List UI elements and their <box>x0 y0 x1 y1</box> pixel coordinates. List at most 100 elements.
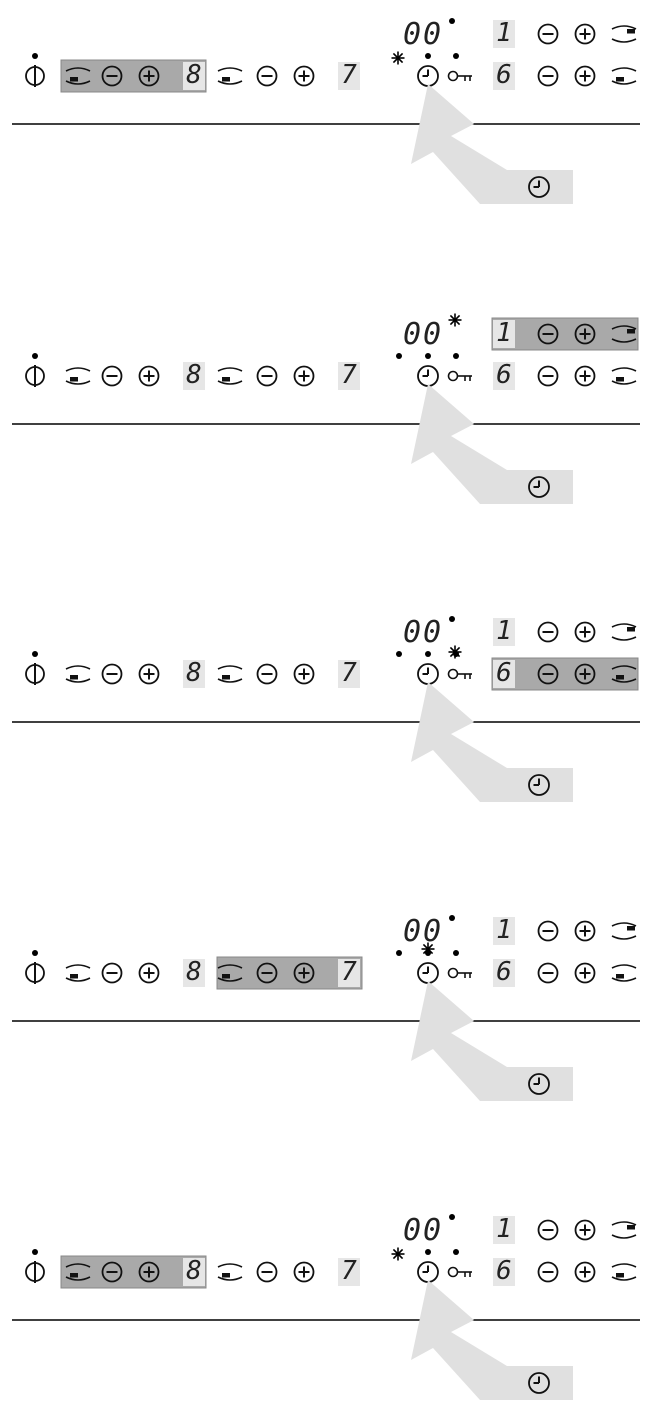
front-right-minus-button[interactable] <box>537 65 559 87</box>
rear-left-minus-button[interactable] <box>256 1261 278 1283</box>
rear-right-plus-button[interactable] <box>574 323 596 345</box>
front-left-level-display: 8 <box>183 360 205 390</box>
front-right-plus-button[interactable] <box>574 663 596 685</box>
timer-indicator-dot <box>425 1249 431 1255</box>
callout-arrow <box>411 682 573 802</box>
zone-rear-right-icon <box>611 922 637 940</box>
timer-button[interactable] <box>417 962 439 984</box>
front-left-plus-button[interactable] <box>138 1261 160 1283</box>
zone-front-left-icon <box>65 1263 91 1281</box>
rear-right-minus-button[interactable] <box>537 23 559 45</box>
front-right-level-display: 6 <box>493 60 515 90</box>
rear-left-level-display-value: 7 <box>341 957 357 987</box>
front-left-level-display: 8 <box>183 60 205 90</box>
rear-right-level-display: 1 <box>493 915 515 945</box>
timer-button[interactable] <box>417 365 439 387</box>
callout-clock-icon[interactable] <box>528 774 550 796</box>
timer-display-value: 00 <box>403 17 443 52</box>
power-button[interactable] <box>25 651 45 685</box>
rear-right-minus-button[interactable] <box>537 621 559 643</box>
key-lock-button[interactable] <box>447 1266 473 1278</box>
front-left-plus-button[interactable] <box>138 962 160 984</box>
front-left-level-display-value: 8 <box>186 60 202 90</box>
callout-clock-icon[interactable] <box>528 1073 550 1095</box>
rear-right-level-display-value: 1 <box>496 915 512 945</box>
zone-rear-right-icon <box>611 325 637 343</box>
timer-indicator-dot <box>425 651 431 657</box>
rear-right-minus-button[interactable] <box>537 323 559 345</box>
highlight-front-right <box>491 657 639 691</box>
rear-right-minus-button[interactable] <box>537 1219 559 1241</box>
zone-rear-right-icon <box>611 25 637 43</box>
rear-left-level-display: 7 <box>338 658 360 688</box>
timer-display-dot <box>449 1214 455 1220</box>
key-lock-button[interactable] <box>447 70 473 82</box>
zone-rear-right-icon <box>611 623 637 641</box>
front-right-level-display-value: 6 <box>496 360 512 390</box>
rear-left-minus-button[interactable] <box>256 962 278 984</box>
front-left-minus-button[interactable] <box>101 1261 123 1283</box>
front-left-minus-button[interactable] <box>101 65 123 87</box>
front-right-minus-button[interactable] <box>537 962 559 984</box>
power-button[interactable] <box>25 53 45 87</box>
power-button[interactable] <box>25 353 45 387</box>
front-left-minus-button[interactable] <box>101 663 123 685</box>
rear-right-level-display-value: 1 <box>496 318 512 348</box>
rear-right-plus-button[interactable] <box>574 23 596 45</box>
rear-right-plus-button[interactable] <box>574 621 596 643</box>
key-lock-button[interactable] <box>447 668 473 680</box>
front-right-minus-button[interactable] <box>537 663 559 685</box>
front-right-plus-button[interactable] <box>574 962 596 984</box>
flashing-indicator <box>448 645 462 659</box>
front-left-plus-button[interactable] <box>138 365 160 387</box>
front-right-plus-button[interactable] <box>574 65 596 87</box>
front-left-minus-button[interactable] <box>101 365 123 387</box>
front-right-minus-button[interactable] <box>537 365 559 387</box>
zone-front-left-icon <box>65 67 91 85</box>
rear-left-plus-button[interactable] <box>293 962 315 984</box>
timer-display-value: 00 <box>403 1213 443 1248</box>
rear-right-plus-button[interactable] <box>574 1219 596 1241</box>
zone-rear-right-icon <box>611 1221 637 1239</box>
callout-clock-icon[interactable] <box>528 176 550 198</box>
callout-clock-icon[interactable] <box>528 476 550 498</box>
rear-left-minus-button[interactable] <box>256 365 278 387</box>
timer-display-dot <box>449 18 455 24</box>
timer-display: 00 <box>403 1213 443 1248</box>
rear-left-plus-button[interactable] <box>293 65 315 87</box>
front-left-plus-button[interactable] <box>138 65 160 87</box>
rear-left-minus-button[interactable] <box>256 65 278 87</box>
rear-left-level-display-value: 7 <box>341 1256 357 1286</box>
front-left-minus-button[interactable] <box>101 962 123 984</box>
rear-left-level-display: 7 <box>338 360 360 390</box>
power-button[interactable] <box>25 950 45 984</box>
front-right-plus-button[interactable] <box>574 365 596 387</box>
rear-left-minus-button[interactable] <box>256 663 278 685</box>
rear-left-plus-button[interactable] <box>293 663 315 685</box>
front-right-plus-button[interactable] <box>574 1261 596 1283</box>
timer-button[interactable] <box>417 663 439 685</box>
key-lock-button[interactable] <box>447 967 473 979</box>
key-lock-button[interactable] <box>447 370 473 382</box>
timer-button[interactable] <box>417 65 439 87</box>
timer-button[interactable] <box>417 1261 439 1283</box>
power-button[interactable] <box>25 1249 45 1283</box>
rear-right-plus-button[interactable] <box>574 920 596 942</box>
flashing-indicator <box>391 1247 405 1261</box>
callout-clock-icon[interactable] <box>528 1372 550 1394</box>
front-right-minus-button[interactable] <box>537 1261 559 1283</box>
zone-front-right-icon <box>611 1263 637 1281</box>
zone-front-left-icon <box>65 964 91 982</box>
rear-right-minus-button[interactable] <box>537 920 559 942</box>
front-left-plus-button[interactable] <box>138 663 160 685</box>
rear-left-plus-button[interactable] <box>293 365 315 387</box>
rear-left-level-display-value: 7 <box>341 360 357 390</box>
timer-display-dot <box>449 915 455 921</box>
rear-left-plus-button[interactable] <box>293 1261 315 1283</box>
